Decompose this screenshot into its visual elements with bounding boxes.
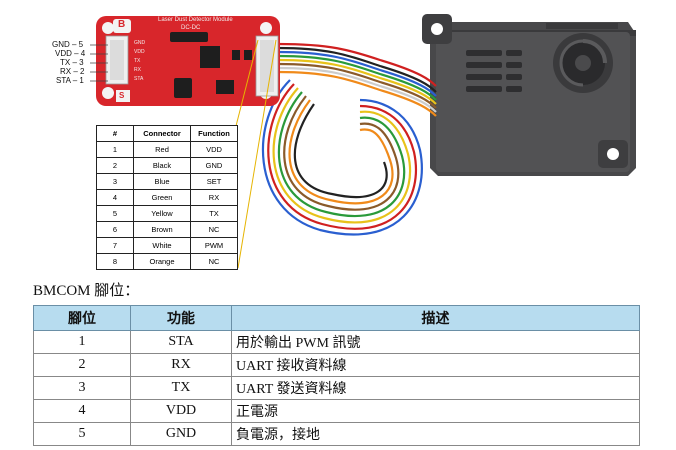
laser-sensor-body xyxy=(422,14,636,176)
cell-number: 7 xyxy=(96,237,134,254)
cell-connector: Green xyxy=(133,189,191,206)
cell-pin: 5 xyxy=(33,422,131,446)
silk-label-sta: STA xyxy=(134,76,144,82)
cell-number: 1 xyxy=(96,141,134,158)
cell-number: 8 xyxy=(96,253,134,270)
cell-connector: Red xyxy=(133,141,191,158)
cell-number: 4 xyxy=(96,189,134,206)
cell-function: NC xyxy=(190,253,238,270)
cell-connector: White xyxy=(133,237,191,254)
dust-detector-board xyxy=(96,16,280,106)
pin-leader-lines xyxy=(90,44,108,82)
col-header-function: Function xyxy=(190,125,238,142)
cell-pin: 3 xyxy=(33,376,131,400)
cell-pin: 1 xyxy=(33,330,131,354)
cell-connector: Brown xyxy=(133,221,191,238)
silk-label-gnd: GND xyxy=(134,40,146,46)
silk-label-tx: TX xyxy=(134,58,141,64)
cell-connector: Black xyxy=(133,157,191,174)
cell-function: SET xyxy=(190,173,238,190)
cell-number: 2 xyxy=(96,157,134,174)
cell-description: UART 接收資料線 xyxy=(231,353,640,377)
module-figure: Laser Dust Detector Module DC-DC B S GND… xyxy=(52,14,636,270)
col-header-connector: Connector xyxy=(133,125,191,142)
cell-function: RX xyxy=(130,353,232,377)
cell-function: GND xyxy=(130,422,232,446)
cell-function: TX xyxy=(190,205,238,222)
cell-description: 用於輸出 PWM 訊號 xyxy=(231,330,640,354)
cell-connector: Blue xyxy=(133,173,191,190)
cell-function: VDD xyxy=(130,399,232,423)
callout-lines xyxy=(235,39,277,269)
pin-label-gnd: GND – 5 xyxy=(52,40,84,49)
cell-description: 正電源 xyxy=(231,399,640,423)
cell-connector: Yellow xyxy=(133,205,191,222)
brand-logo: B xyxy=(118,19,126,30)
module-illustration xyxy=(90,14,636,269)
connector-table-header: # Connector Function xyxy=(96,125,238,142)
section-title: BMCOM 腳位： xyxy=(33,283,140,299)
board-title: Laser Dust Detector Module xyxy=(158,17,233,23)
cell-description: UART 發送資料線 xyxy=(231,376,640,400)
pin-label-sta: STA – 1 xyxy=(56,76,84,85)
cell-function: RX xyxy=(190,189,238,206)
cell-function: TX xyxy=(130,376,232,400)
cell-function: NC xyxy=(190,221,238,238)
pin-label-vdd: VDD – 4 xyxy=(55,49,86,58)
cell-function: GND xyxy=(190,157,238,174)
cell-pin: 2 xyxy=(33,353,131,377)
col-header-function: 功能 xyxy=(130,305,232,331)
wire-harness xyxy=(262,42,437,236)
pin-table-header: 腳位 功能 描述 xyxy=(33,305,640,331)
board-s-mark: S xyxy=(119,91,125,100)
col-header-number: # xyxy=(96,125,134,142)
cell-function: STA xyxy=(130,330,232,354)
cell-pin: 4 xyxy=(33,399,131,423)
cell-number: 5 xyxy=(96,205,134,222)
cell-connector: Orange xyxy=(133,253,191,270)
dcdc-label: DC-DC xyxy=(181,25,201,31)
col-header-pin: 腳位 xyxy=(33,305,131,331)
pin-label-rx: RX – 2 xyxy=(60,67,85,76)
silk-label-vdd: VDD xyxy=(134,49,145,55)
cell-number: 6 xyxy=(96,221,134,238)
cell-function: VDD xyxy=(190,141,238,158)
cell-number: 3 xyxy=(96,173,134,190)
pin-label-tx: TX – 3 xyxy=(60,58,84,67)
cell-function: PWM xyxy=(190,237,238,254)
cell-description: 負電源，接地 xyxy=(231,422,640,446)
col-header-description: 描述 xyxy=(231,305,640,331)
silk-label-rx: RX xyxy=(134,67,141,73)
